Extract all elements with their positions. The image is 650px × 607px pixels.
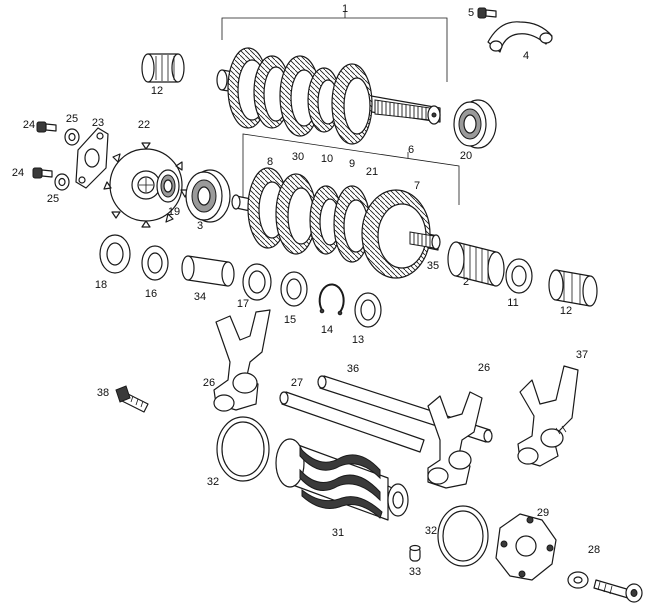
callout-31: 31 xyxy=(331,527,345,539)
shift-fork-37 xyxy=(518,366,578,466)
washer-18 xyxy=(100,235,130,273)
bushing-12-right xyxy=(549,270,597,306)
callout-7: 7 xyxy=(413,180,421,192)
callout-3: 3 xyxy=(196,220,204,232)
callout-18: 18 xyxy=(94,279,108,291)
lock-plate-23 xyxy=(76,128,108,188)
callout-33: 33 xyxy=(408,566,422,578)
callout-25-bottom: 25 xyxy=(46,193,60,205)
callout-24-bottom: 24 xyxy=(11,167,25,179)
callout-2: 2 xyxy=(462,276,470,288)
callout-5: 5 xyxy=(467,7,475,19)
washer-25-bottom xyxy=(55,174,69,190)
callout-26-left: 26 xyxy=(202,377,216,389)
bushing-12-top xyxy=(142,54,184,82)
shift-fork-26-right xyxy=(428,392,482,488)
callout-36: 36 xyxy=(346,363,360,375)
bolt-28 xyxy=(594,580,642,602)
star-plate-29 xyxy=(496,514,556,580)
washer-28 xyxy=(568,572,588,588)
callout-27: 27 xyxy=(290,377,304,389)
callout-30: 30 xyxy=(291,151,305,163)
counter-shaft-assembly-6 xyxy=(232,168,440,278)
needle-bearing-2 xyxy=(448,242,504,286)
retainer-plate-4 xyxy=(488,22,552,52)
fork-shaft-27 xyxy=(280,392,424,452)
callout-8: 8 xyxy=(266,156,274,168)
callout-9: 9 xyxy=(348,158,356,170)
callout-32-right: 32 xyxy=(424,525,438,537)
callout-37: 37 xyxy=(575,349,589,361)
callout-10: 10 xyxy=(320,153,334,165)
callout-20: 20 xyxy=(459,150,473,162)
bushing-34 xyxy=(182,256,234,286)
callout-26-right: 26 xyxy=(477,362,491,374)
callout-11: 11 xyxy=(507,297,519,309)
screw-24-top xyxy=(37,122,56,132)
callout-28: 28 xyxy=(587,544,601,556)
bearing-3 xyxy=(186,170,230,222)
callout-32-left: 32 xyxy=(206,476,220,488)
ring-32-left xyxy=(217,417,269,481)
circlip-14 xyxy=(320,285,344,315)
ring-32-right xyxy=(438,506,488,566)
seal-19 xyxy=(157,170,179,202)
callout-22: 22 xyxy=(137,119,151,131)
callout-17: 17 xyxy=(236,298,250,310)
main-shaft-assembly-1 xyxy=(217,48,440,144)
bracket-6 xyxy=(243,134,459,205)
callout-1: 1 xyxy=(341,3,349,15)
callout-15: 15 xyxy=(283,314,297,326)
washer-17 xyxy=(243,264,271,300)
shift-fork-26-left xyxy=(214,310,270,411)
washer-11 xyxy=(506,259,532,293)
callout-12-top: 12 xyxy=(150,85,164,97)
washer-15 xyxy=(281,272,307,306)
washer-25-top xyxy=(65,129,79,145)
sprocket-22 xyxy=(104,143,188,227)
callout-12-right: 12 xyxy=(559,305,573,317)
callout-19: 19 xyxy=(167,206,181,218)
bracket-1 xyxy=(222,12,447,82)
callout-35: 35 xyxy=(426,260,440,272)
shift-drum-31 xyxy=(276,439,408,520)
washer-16 xyxy=(142,246,168,280)
callout-34: 34 xyxy=(193,291,207,303)
pin-33 xyxy=(410,546,420,562)
callout-13: 13 xyxy=(351,334,365,346)
callout-29: 29 xyxy=(536,507,550,519)
callout-6: 6 xyxy=(407,144,415,156)
callout-14: 14 xyxy=(320,324,334,336)
callout-4: 4 xyxy=(522,50,530,62)
screw-5 xyxy=(478,8,496,18)
bearing-20 xyxy=(454,100,496,148)
callout-24-top: 24 xyxy=(22,119,36,131)
callout-16: 16 xyxy=(144,288,158,300)
callout-25-top: 25 xyxy=(65,113,79,125)
washer-13 xyxy=(355,293,381,327)
callout-23: 23 xyxy=(91,117,105,129)
screw-38 xyxy=(116,386,148,412)
callout-38: 38 xyxy=(96,387,110,399)
screw-24-bottom xyxy=(33,168,52,178)
callout-21: 21 xyxy=(365,166,379,178)
